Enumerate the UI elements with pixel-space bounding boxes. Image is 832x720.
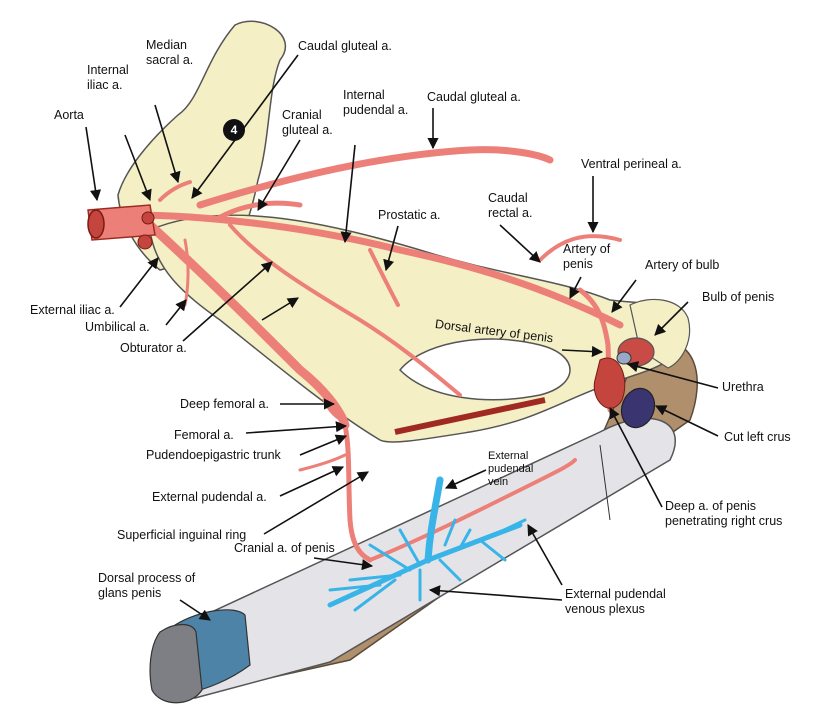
plexus-branch: [328, 583, 382, 592]
plexus-branch: [348, 573, 402, 582]
arrow-dorsal-artery: [561, 345, 604, 358]
label-urethra: Urethra: [722, 380, 764, 394]
obturator-foramen: [398, 338, 571, 401]
external-pudendal-artery: [298, 453, 347, 472]
label-internal-iliac: Internal iliac a.: [87, 63, 129, 92]
label-internal-pudendal: Internal pudendal a.: [343, 88, 409, 117]
label-caudal-gluteal-top: Caudal gluteal a.: [298, 39, 392, 53]
plexus-branch: [368, 543, 412, 572]
plexus-branch: [398, 528, 422, 567]
label-umbilical: Umbilical a.: [85, 320, 150, 334]
label-artery-of-penis: Artery of penis: [563, 242, 611, 271]
label-caudal-gluteal-right: Caudal gluteal a.: [427, 90, 521, 104]
label-external-pudendal-vein: External pudendal vein: [488, 450, 534, 488]
sacral-branch: [158, 180, 192, 202]
urethra-section: [616, 351, 632, 365]
plexus-branch: [458, 528, 472, 550]
prostatic-artery: [368, 248, 400, 307]
pudendoepigastric-artery: [342, 422, 373, 563]
arrow-internal-pudendal: [340, 144, 356, 244]
plexus-branch: [478, 538, 507, 562]
label-prostatic: Prostatic a.: [378, 208, 441, 222]
label-deep-femoral: Deep femoral a.: [180, 397, 269, 411]
arrow-superficial-ring: [263, 471, 369, 535]
crus-region: [593, 357, 626, 409]
arrow-pudendoepigastric: [299, 434, 348, 456]
arrow-deep-a-penis: [609, 407, 663, 508]
external-pudendal-vein: [424, 476, 444, 564]
main-trunk-artery: [126, 211, 624, 329]
arrow-cut-left-crus: [654, 405, 719, 437]
label-cut-left-crus: Cut left crus: [724, 430, 791, 444]
arrow-external-pudendal-vein: [444, 469, 487, 489]
arrow-caudal-rectal: [499, 224, 541, 263]
label-external-pudendal-plexus: External pudendal venous plexus: [565, 587, 666, 616]
internal-iliac-lumen: [141, 211, 155, 225]
arrow-external-iliac: [119, 257, 159, 308]
external-pudendal-veins: [327, 476, 527, 612]
arrow-cranial-a-penis: [313, 557, 374, 571]
label-aorta: Aorta: [54, 108, 84, 122]
symphysis-edge: [394, 397, 546, 435]
plexus-branch: [498, 518, 527, 534]
arrow-obturator-2: [261, 297, 299, 321]
label-dorsal-process: Dorsal process of glans penis: [98, 571, 196, 600]
arrow-external-pudendal-a: [279, 466, 345, 497]
cut-left-crus-section: [620, 387, 656, 429]
glans-tip: [149, 623, 203, 704]
label-obturator: Obturator a.: [120, 341, 187, 355]
arrow-dorsal-process: [179, 599, 211, 621]
arrow-internal-iliac: [124, 134, 152, 202]
label-femoral: Femoral a.: [174, 428, 234, 442]
arrow-prostatic: [383, 225, 399, 272]
label-median-sacral: Median sacral a.: [146, 38, 194, 67]
label-superficial-inguinal-ring: Superficial inguinal ring: [117, 528, 247, 542]
arrow-bulb-of-penis: [654, 301, 689, 336]
label-external-pudendal-a: External pudendal a.: [152, 490, 267, 504]
arrow-cranial-gluteal: [257, 139, 301, 211]
arrow-umbilical: [165, 299, 187, 326]
label-cranial-a-of-penis: Cranial a. of penis: [234, 541, 335, 555]
arrow-plexus-1: [527, 524, 563, 586]
arteries: [87, 146, 626, 563]
arrow-plexus-2: [428, 585, 563, 601]
label-artery-of-bulb: Artery of bulb: [645, 258, 720, 272]
label-ventral-perineal: Ventral perineal a.: [581, 157, 682, 171]
badge-circle: [223, 119, 245, 141]
caudal-gluteal-artery: [196, 146, 554, 209]
pointer-arrows: [85, 54, 719, 621]
badge-number: 4: [231, 123, 238, 137]
label-external-iliac: External iliac a.: [30, 303, 115, 317]
label-deep-a-of-penis: Deep a. of penis penetrating right crus: [665, 499, 783, 528]
plexus-branch: [353, 578, 397, 612]
arrow-obturator: [182, 261, 273, 342]
arrow-caudal-gluteal-top: [191, 54, 299, 199]
cross-sections: [616, 337, 656, 429]
obturator-artery: [228, 223, 462, 397]
arrow-artery-of-penis: [569, 276, 582, 299]
plexus-branch: [443, 518, 457, 547]
ventral-perineal-artery: [538, 234, 622, 262]
arrow-aorta: [85, 126, 102, 202]
label-bulb-of-penis: Bulb of penis: [702, 290, 775, 304]
label-cranial-gluteal: Cranial gluteal a.: [282, 108, 333, 137]
arrow-artery-of-bulb: [611, 279, 637, 313]
arrow-urethra: [626, 361, 719, 389]
external-iliac-lumen: [137, 234, 153, 250]
label-pudendoepigastric: Pudendoepigastric trunk: [146, 448, 281, 462]
aorta-lumen: [87, 209, 105, 239]
cranial-gluteal-artery: [212, 200, 303, 223]
arrow-femoral: [245, 421, 348, 434]
plexus-branch: [438, 558, 462, 582]
shaft-stripe: [599, 444, 611, 521]
label-caudal-rectal: Caudal rectal a.: [488, 191, 533, 220]
arrow-median-sacral: [154, 104, 181, 184]
artery-of-penis: [577, 287, 613, 413]
plexus-trunk: [327, 557, 431, 608]
